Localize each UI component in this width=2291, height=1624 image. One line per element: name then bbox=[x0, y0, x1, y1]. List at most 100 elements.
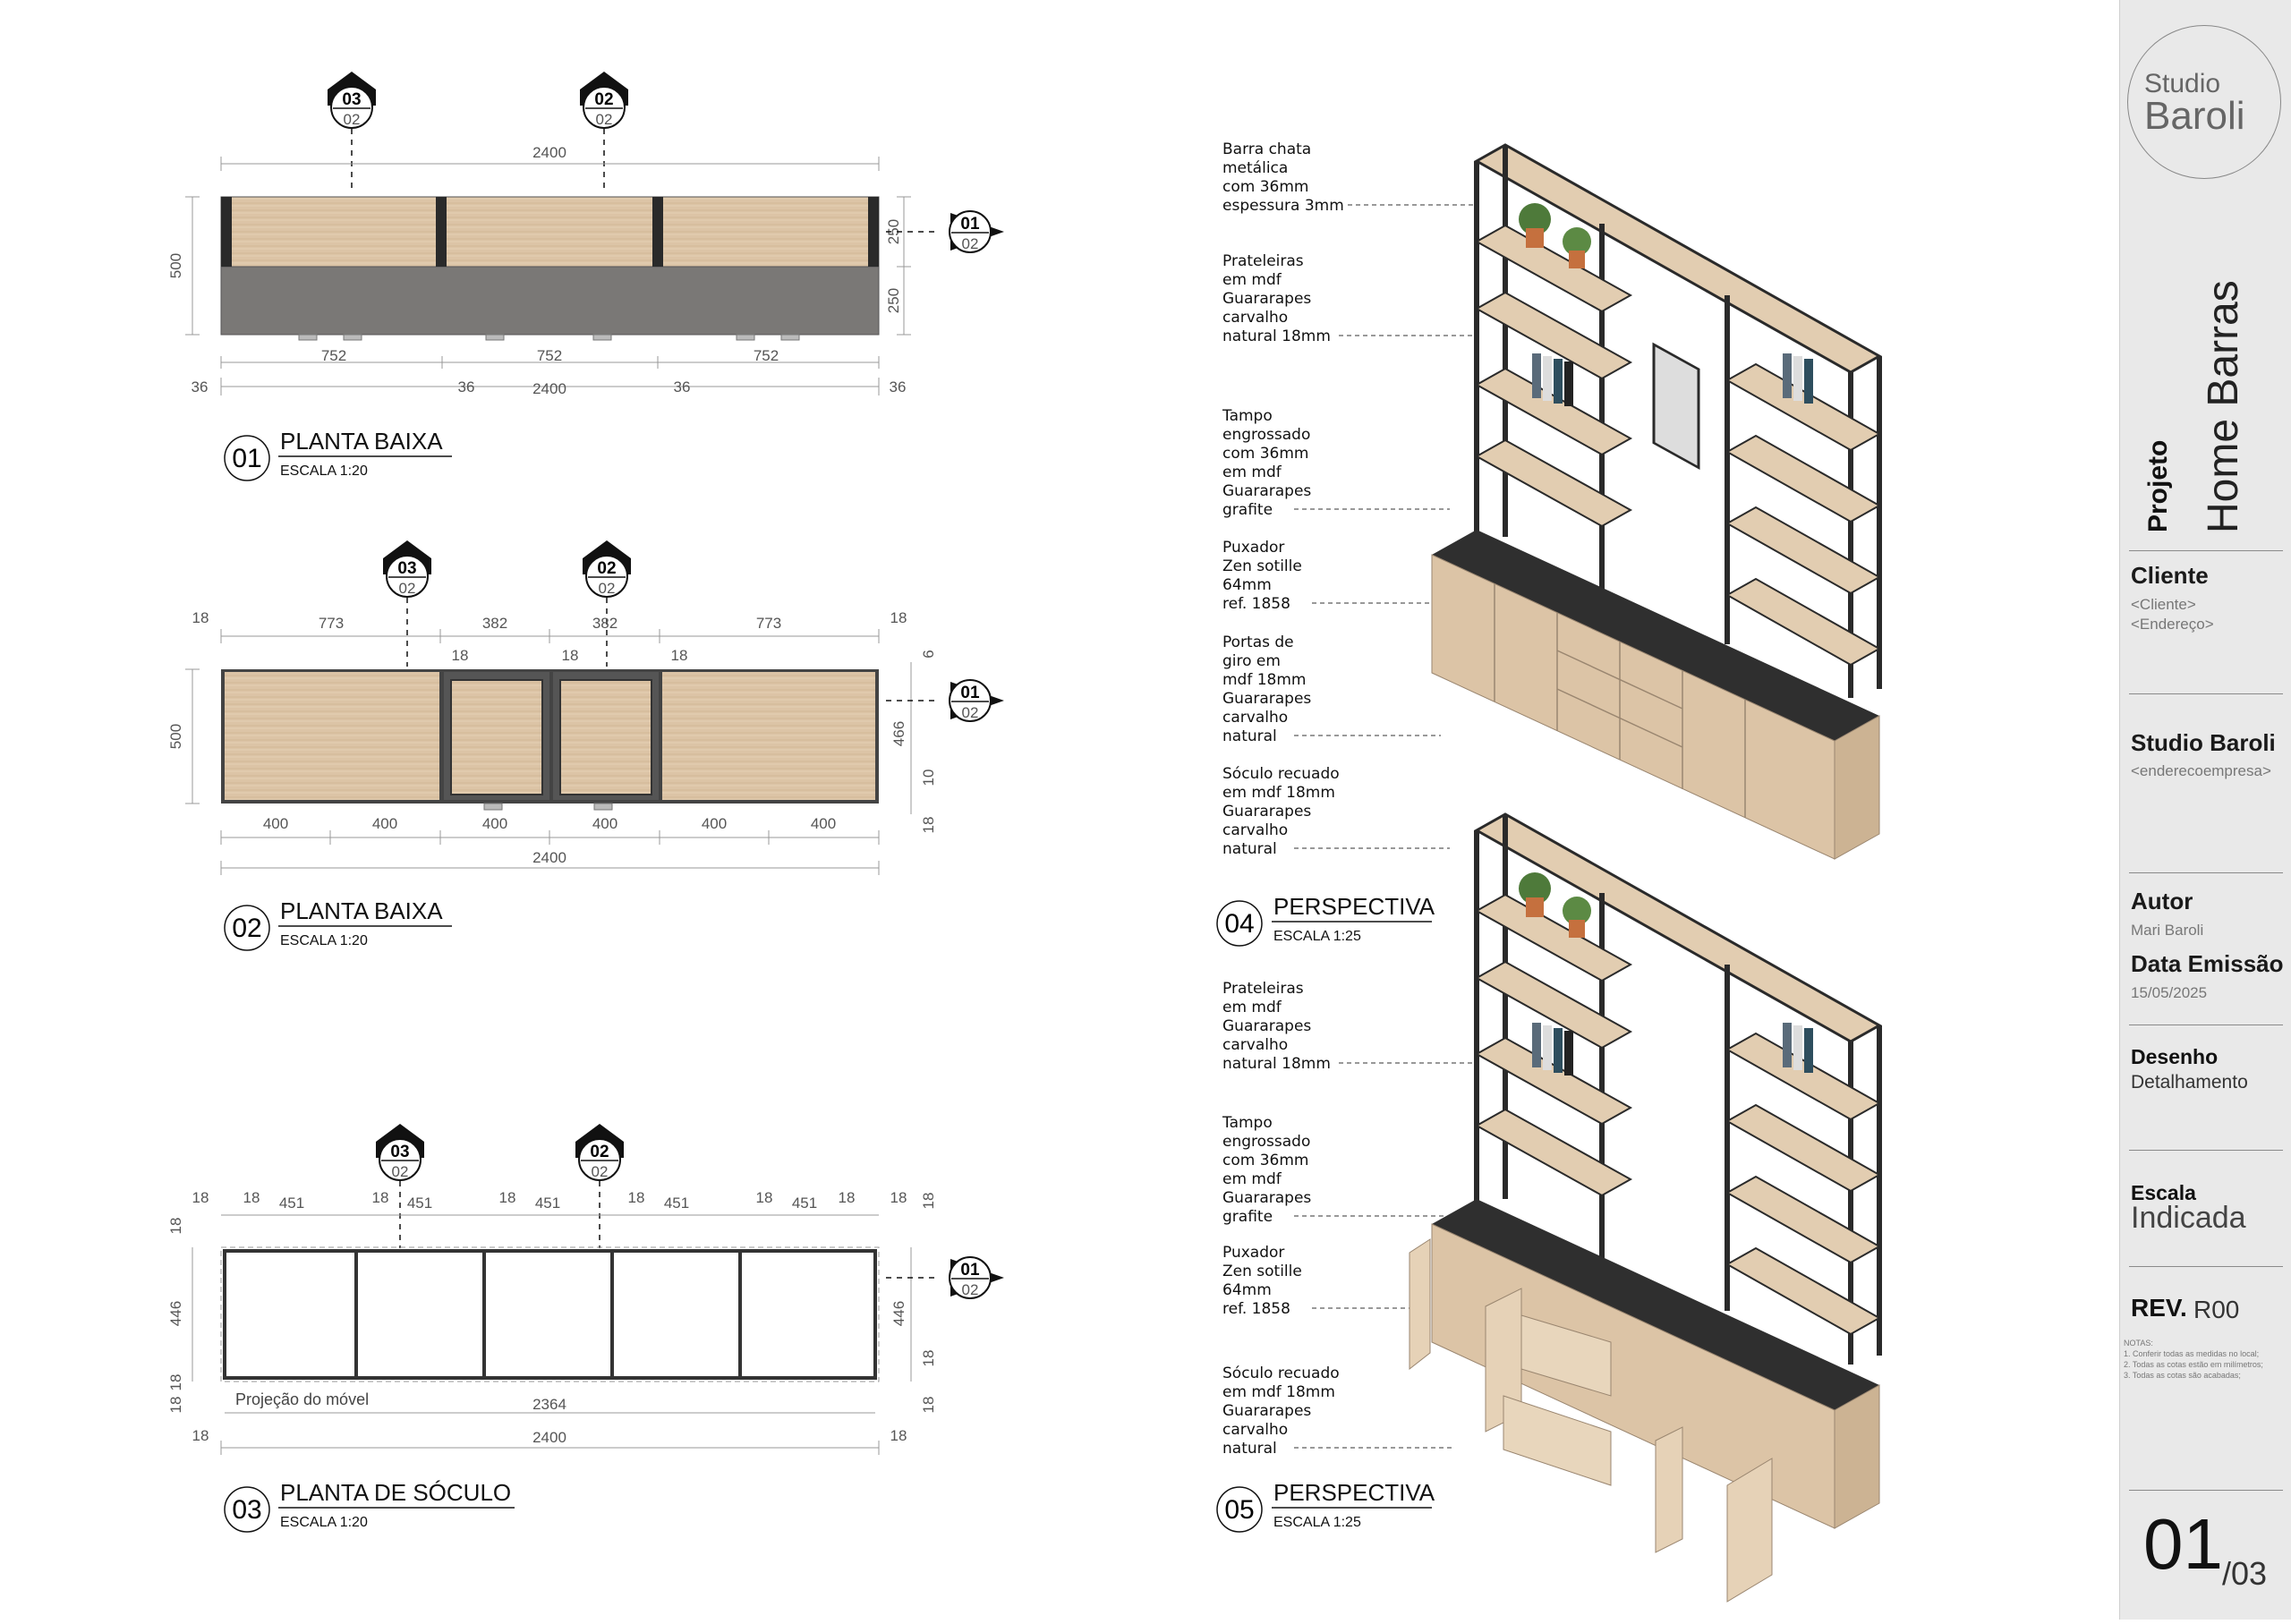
dim-h-top: 250 bbox=[885, 219, 902, 244]
svg-text:02: 02 bbox=[592, 1163, 609, 1180]
dim: 400 bbox=[263, 815, 288, 832]
section-marker-02: 02 02 bbox=[580, 72, 628, 129]
annotation-line: ref. 1858 bbox=[1222, 595, 1290, 613]
plan-03: 03 02 02 02 18 18 451 18 451 18 451 18 4… bbox=[167, 1124, 1004, 1533]
sheet-number: 01 bbox=[2143, 1504, 2223, 1584]
view-label-04: 04 PERSPECTIVA ESCALA 1:25 bbox=[1216, 893, 1435, 947]
svg-text:PLANTA BAIXA: PLANTA BAIXA bbox=[280, 428, 443, 455]
annotation-line: Prateleiras bbox=[1222, 252, 1304, 270]
annotation-line: em mdf 18mm bbox=[1222, 784, 1335, 802]
view-label-02: 02 PLANTA BAIXA ESCALA 1:20 bbox=[224, 897, 452, 951]
drawing-label: Desenho bbox=[2131, 1045, 2219, 1068]
dim: 773 bbox=[319, 615, 344, 632]
drawing-type: Detalhamento bbox=[2131, 1072, 2248, 1093]
project-name: Home Barras bbox=[2200, 280, 2247, 533]
dim-end: 36 bbox=[192, 378, 209, 395]
annotation-line: Zen sotille bbox=[1222, 557, 1302, 575]
dim-total: 2400 bbox=[532, 1429, 566, 1446]
dim: 451 bbox=[407, 1195, 432, 1212]
annotation-line: 64mm bbox=[1222, 1281, 1272, 1299]
dim: 451 bbox=[535, 1195, 560, 1212]
dim: 446 bbox=[167, 1301, 184, 1326]
client-label: Cliente bbox=[2131, 562, 2209, 589]
annotation-line: Puxador bbox=[1222, 1244, 1284, 1262]
author-label: Autor bbox=[2131, 888, 2193, 914]
projection-label: Projeção do móvel bbox=[235, 1390, 369, 1408]
annotation-line: Guararapes bbox=[1222, 1402, 1311, 1420]
dim: 451 bbox=[664, 1195, 689, 1212]
section-marker-01: 01 02 bbox=[949, 210, 1004, 253]
svg-text:PLANTA DE SÓCULO: PLANTA DE SÓCULO bbox=[280, 1479, 511, 1506]
view-label-03: 03 PLANTA DE SÓCULO ESCALA 1:20 bbox=[224, 1479, 515, 1533]
svg-text:ESCALA 1:20: ESCALA 1:20 bbox=[280, 463, 368, 479]
section-marker-01: 01 02 bbox=[949, 1256, 1004, 1299]
svg-text:ESCALA 1:25: ESCALA 1:25 bbox=[1273, 929, 1361, 944]
svg-text:04: 04 bbox=[1224, 909, 1254, 939]
annotation-line: ref. 1858 bbox=[1222, 1300, 1290, 1318]
plinth-outline bbox=[223, 1249, 877, 1380]
svg-text:02: 02 bbox=[597, 559, 616, 578]
annotation-line: Prateleiras bbox=[1222, 980, 1304, 998]
annotation-line: engrossado bbox=[1222, 426, 1310, 444]
svg-text:02: 02 bbox=[392, 1163, 409, 1180]
dim: 18 bbox=[890, 1427, 907, 1444]
dim: 18 bbox=[671, 647, 688, 664]
dim: 446 bbox=[890, 1301, 907, 1326]
dim-inner-total: 2364 bbox=[532, 1396, 566, 1413]
cabinet-top-panel bbox=[220, 196, 880, 268]
dim: 400 bbox=[811, 815, 836, 832]
dim: 10 bbox=[920, 769, 937, 786]
dim: 18 bbox=[920, 1193, 937, 1210]
dim-height: 500 bbox=[167, 724, 184, 749]
dim: 18 bbox=[192, 1189, 209, 1206]
annotation-line: carvalho bbox=[1222, 309, 1288, 327]
annotation-line: com 36mm bbox=[1222, 445, 1308, 463]
rev-label: REV. bbox=[2131, 1294, 2187, 1322]
annotation-line: metálica bbox=[1222, 159, 1288, 177]
dim: 400 bbox=[592, 815, 617, 832]
annotation-line: natural 18mm bbox=[1222, 327, 1331, 345]
notes-title: NOTAS: bbox=[2124, 1339, 2153, 1348]
annotation-line: grafite bbox=[1222, 501, 1273, 519]
svg-text:02: 02 bbox=[599, 580, 616, 597]
annotation-line: Guararapes bbox=[1222, 690, 1311, 708]
svg-text:01: 01 bbox=[960, 684, 980, 702]
annotation-line: em mdf bbox=[1222, 271, 1282, 289]
annotation-line: espessura 3mm bbox=[1222, 197, 1344, 215]
dim-seg: 752 bbox=[537, 347, 562, 364]
annotation-line: Guararapes bbox=[1222, 1017, 1311, 1035]
annotation-line: Zen sotille bbox=[1222, 1263, 1302, 1280]
annotation-line: Barra chata bbox=[1222, 140, 1311, 158]
dim: 382 bbox=[592, 615, 617, 632]
logo-line-1: Studio bbox=[2144, 69, 2221, 98]
plan-02: 03 02 02 02 18 773 382 382 773 18 18 18 … bbox=[167, 540, 1004, 951]
annotation-line: grafite bbox=[1222, 1208, 1273, 1226]
client-address: <Endereço> bbox=[2131, 616, 2214, 633]
svg-text:01: 01 bbox=[960, 1261, 980, 1280]
svg-text:02: 02 bbox=[232, 914, 261, 943]
sheet-total: /03 bbox=[2222, 1555, 2268, 1592]
dim-end: 36 bbox=[890, 378, 907, 395]
dim: 18 bbox=[756, 1189, 773, 1206]
svg-text:03: 03 bbox=[390, 1143, 409, 1161]
annotation-line: em mdf bbox=[1222, 463, 1282, 481]
svg-text:03: 03 bbox=[397, 559, 416, 578]
dim-total-top: 2400 bbox=[532, 144, 566, 161]
marker-top: 01 bbox=[960, 215, 980, 234]
svg-text:ESCALA 1:25: ESCALA 1:25 bbox=[1273, 1515, 1361, 1530]
annotation-line: Portas de bbox=[1222, 633, 1294, 651]
dim: 18 bbox=[562, 647, 579, 664]
dim-seg: 752 bbox=[754, 347, 779, 364]
svg-text:ESCALA 1:20: ESCALA 1:20 bbox=[280, 1515, 368, 1530]
dim: 18 bbox=[167, 1218, 184, 1235]
